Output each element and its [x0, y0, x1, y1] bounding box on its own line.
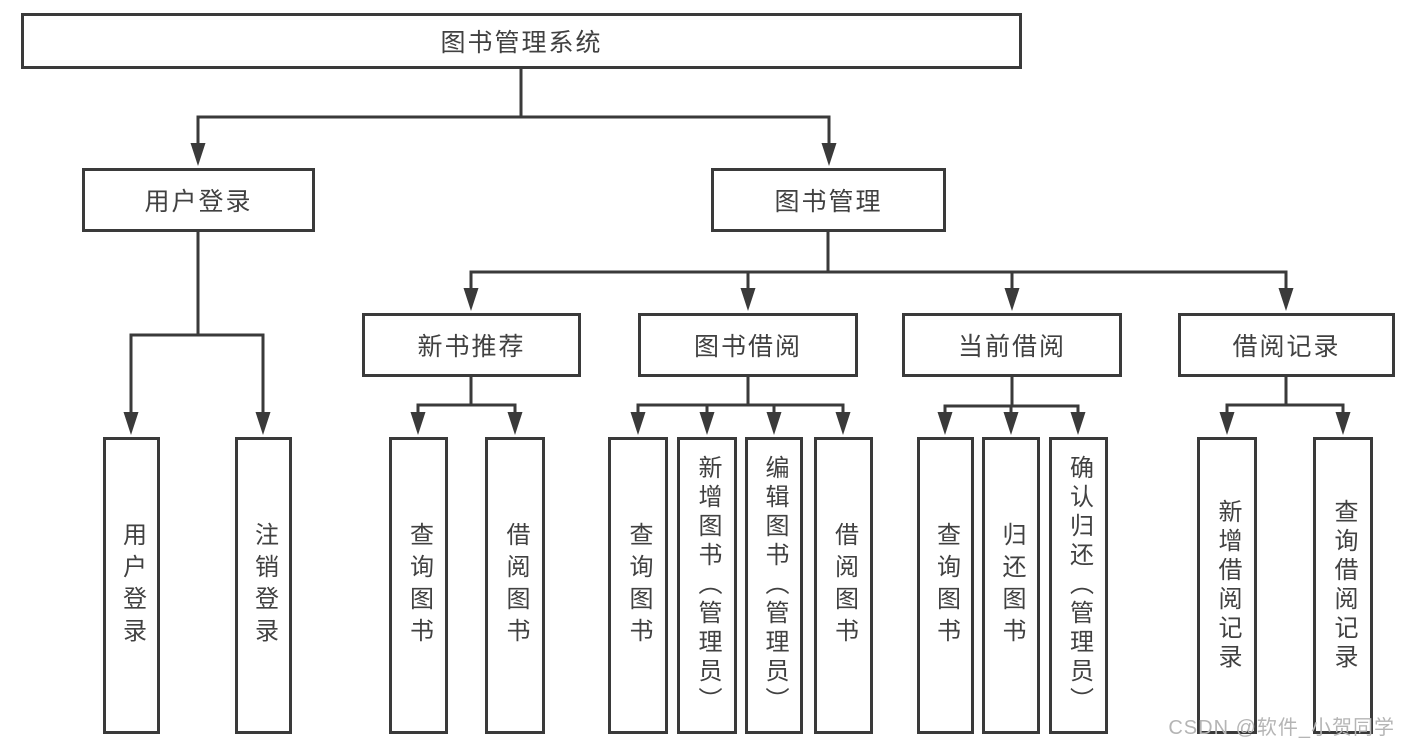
arrowhead-down-icon [1004, 288, 1020, 311]
diagram-node-leaf-query-record: 查询借阅记录 [1313, 437, 1373, 734]
connector-root [190, 69, 837, 166]
diagram-node-borrow-records: 借阅记录 [1178, 313, 1395, 377]
diagram-node-leaf-user-login: 用户登录 [103, 437, 160, 734]
diagram-node-book-borrow: 图书借阅 [638, 313, 858, 377]
connector-user-login [123, 232, 271, 435]
node-label: 图书管理系统 [440, 29, 603, 57]
arrowhead-down-icon [1335, 412, 1351, 435]
arrowhead-down-icon [463, 288, 479, 311]
arrowhead-down-icon [507, 412, 523, 435]
node-label: 新增图书（管理员） [694, 455, 721, 716]
arrowhead-down-icon [937, 412, 953, 435]
connector-current-borrow [937, 377, 1086, 435]
diagram-node-leaf-borrow-book-2: 借阅图书 [814, 437, 873, 734]
arrowhead-down-icon [699, 412, 715, 435]
connector-book-mgmt [463, 232, 1294, 311]
connector-borrow-records [1219, 377, 1351, 435]
node-label: 新增借阅记录 [1214, 498, 1241, 673]
node-label: 借阅图书 [830, 521, 858, 650]
arrowhead-down-icon [255, 412, 271, 435]
node-label: 图书管理 [774, 188, 883, 216]
connector-book-borrow [630, 377, 851, 435]
arrowhead-down-icon [740, 288, 756, 311]
node-label: 确认归还（管理员） [1065, 455, 1093, 716]
connector-new-book-rec [410, 377, 523, 435]
diagram-node-leaf-confirm-return: 确认归还（管理员） [1049, 437, 1108, 734]
arrowhead-down-icon [766, 412, 782, 435]
node-label: 用户登录 [144, 188, 253, 216]
arrowhead-down-icon [123, 412, 139, 435]
node-label: 查询借阅记录 [1330, 498, 1357, 673]
arrowhead-down-icon [1070, 412, 1086, 435]
diagram-node-leaf-add-record: 新增借阅记录 [1197, 437, 1257, 734]
diagram-node-new-book-rec: 新书推荐 [362, 313, 581, 377]
diagram-node-user-login: 用户登录 [82, 168, 315, 232]
watermark: CSDN @软件_小贺同学 [1168, 717, 1395, 739]
diagram-node-leaf-edit-book: 编辑图书（管理员） [745, 437, 803, 734]
diagram-node-leaf-query-book-2: 查询图书 [608, 437, 668, 734]
arrowhead-down-icon [1003, 412, 1019, 435]
diagram-node-leaf-logout: 注销登录 [235, 437, 292, 734]
node-label: 当前借阅 [957, 333, 1066, 361]
arrowhead-down-icon [835, 412, 851, 435]
diagram-node-book-mgmt: 图书管理 [711, 168, 946, 232]
diagram-node-leaf-return-book: 归还图书 [982, 437, 1040, 734]
arrowhead-down-icon [410, 412, 426, 435]
arrowhead-down-icon [1219, 412, 1235, 435]
arrowhead-down-icon [630, 412, 646, 435]
arrowhead-down-icon [821, 143, 837, 166]
node-label: 借阅图书 [502, 521, 529, 650]
node-label: 查询图书 [932, 521, 960, 650]
arrowhead-down-icon [190, 143, 206, 166]
node-label: 查询图书 [625, 521, 652, 650]
diagram-node-leaf-add-book: 新增图书（管理员） [677, 437, 737, 734]
node-label: 归还图书 [998, 521, 1025, 650]
node-label: 注销登录 [250, 521, 278, 650]
node-label: 查询图书 [405, 521, 433, 650]
arrowhead-down-icon [1278, 288, 1294, 311]
node-label: 新书推荐 [417, 333, 526, 361]
diagram-node-current-borrow: 当前借阅 [902, 313, 1122, 377]
diagram-node-leaf-query-book-1: 查询图书 [389, 437, 448, 734]
node-label: 图书借阅 [693, 333, 802, 361]
diagram-node-leaf-borrow-book-1: 借阅图书 [485, 437, 545, 734]
node-label: 编辑图书（管理员） [761, 455, 788, 716]
diagram-node-root: 图书管理系统 [21, 13, 1022, 69]
node-label: 借阅记录 [1232, 333, 1341, 361]
diagram-node-leaf-query-book-3: 查询图书 [917, 437, 974, 734]
node-label: 用户登录 [118, 521, 146, 650]
